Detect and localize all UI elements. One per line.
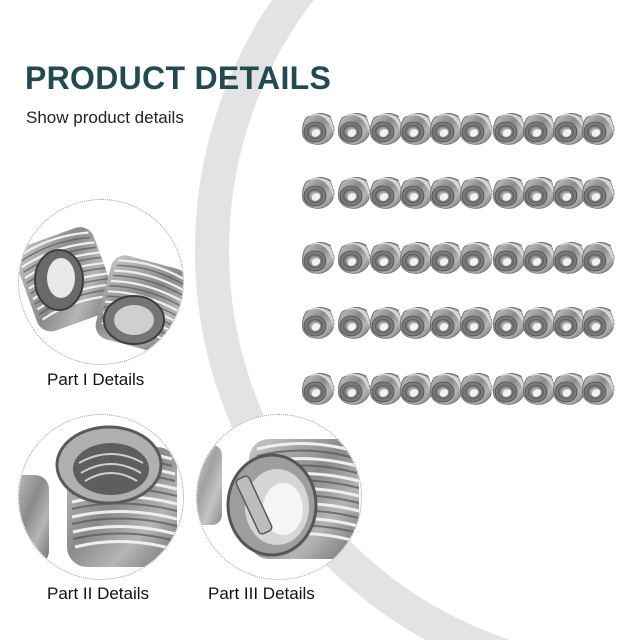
threaded-insert-icon [581,306,615,339]
detail-circle-part-3 [196,414,362,580]
threaded-insert-icon [301,372,335,405]
threaded-insert-pair-closeup-icon [19,221,183,358]
threaded-insert-icon [459,176,493,209]
threaded-insert-icon [301,306,335,339]
threaded-insert-tang-closeup-icon [197,437,361,561]
threaded-insert-icon [581,176,615,209]
threaded-insert-icon [337,372,371,405]
page-title: PRODUCT DETAILS [25,60,332,96]
threaded-insert-icon [337,176,371,209]
threaded-insert-icon [581,112,615,145]
threaded-insert-icon [581,241,615,274]
threaded-insert-icon [337,306,371,339]
insert-row [300,108,620,148]
page-subtitle: Show product details [26,108,184,127]
insert-row [300,368,620,408]
detail-circle-part-1 [18,199,184,365]
detail-circle-part-2 [18,414,184,580]
detail-caption-part-3: Part III Details [208,584,315,603]
detail-caption-part-2: Part II Details [47,584,150,603]
threaded-insert-icon [459,241,493,274]
threaded-insert-icon [337,241,371,274]
threaded-insert-icon [301,176,335,209]
threaded-insert-icon [459,372,493,405]
insert-row [300,237,620,277]
insert-row [300,172,620,212]
threaded-insert-icon [581,372,615,405]
threaded-insert-icon [459,306,493,339]
threaded-insert-icon [301,241,335,274]
threaded-insert-icon [459,112,493,145]
insert-row [300,302,620,342]
threaded-insert-icon [337,112,371,145]
threaded-insert-closeup-icon [19,425,179,569]
threaded-insert-icon [301,112,335,145]
detail-caption-part-1: Part I Details [47,370,145,389]
